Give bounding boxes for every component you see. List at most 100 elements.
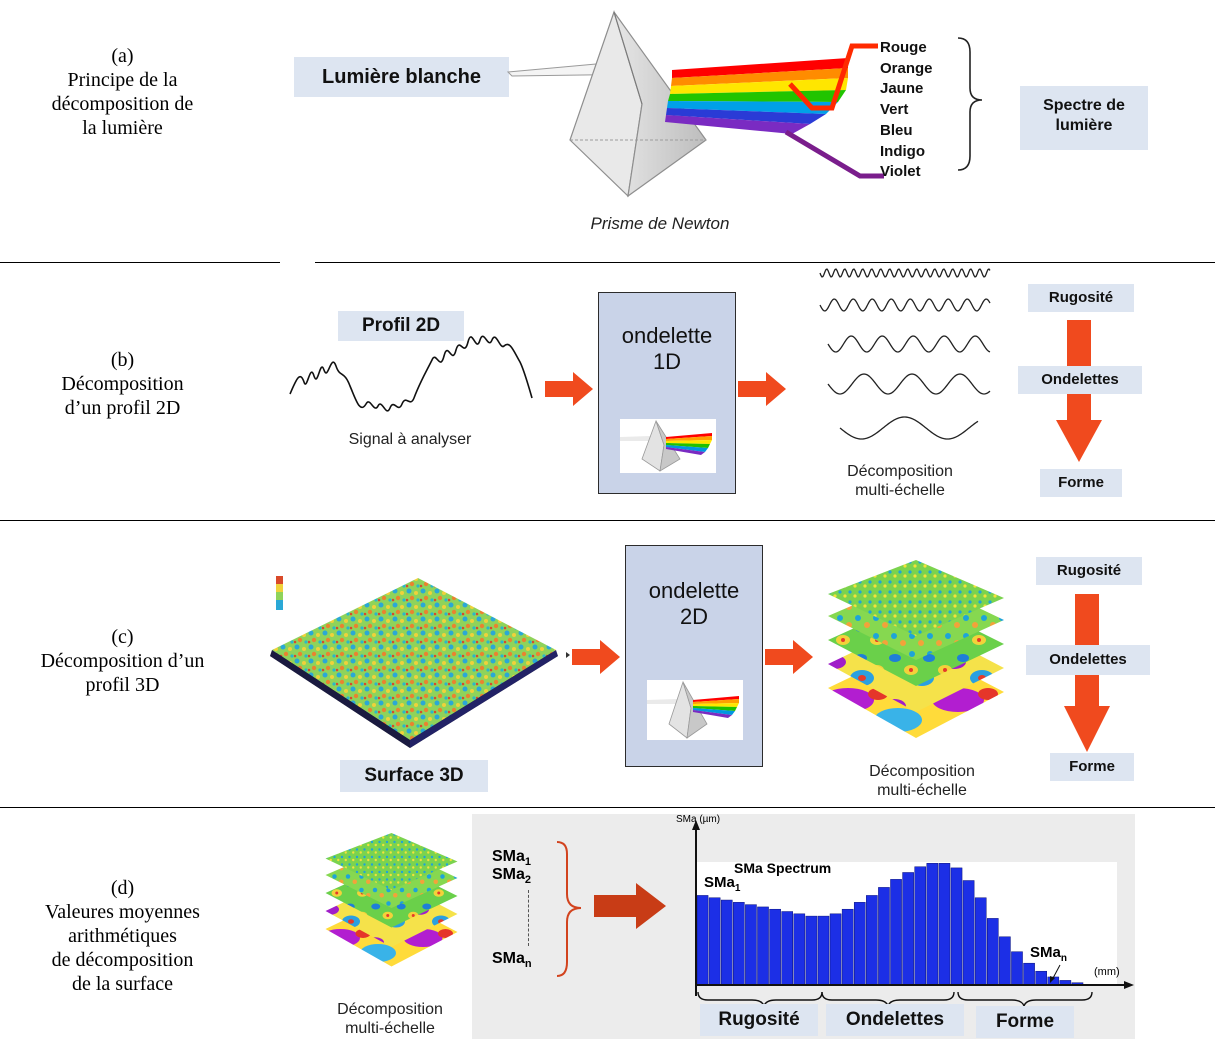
chart-bar xyxy=(696,895,709,986)
arrow-right-icon xyxy=(738,372,786,406)
chart-bar xyxy=(720,899,733,986)
scale-roughness-label: Rugosité xyxy=(1036,557,1142,585)
chart-bar xyxy=(805,915,818,986)
scale-form-label: Forme xyxy=(1050,753,1134,781)
color-name: Rouge xyxy=(880,39,927,56)
decomposition-line: multi-échelle xyxy=(855,482,945,499)
light-spectrum-line: lumière xyxy=(1055,117,1113,134)
scale-wavelets-label: Ondelettes xyxy=(1018,366,1142,394)
decomposition-line: multi-échelle xyxy=(345,1020,435,1037)
chart-title: SMa Spectrum xyxy=(734,860,832,876)
row-d-title-line: de décomposition xyxy=(51,949,194,971)
chart-bar xyxy=(962,880,975,986)
color-name: Violet xyxy=(880,163,921,181)
light-spectrum-label: Spectre de lumière xyxy=(1020,86,1148,150)
row-d-tag: (d) xyxy=(110,877,135,899)
surface-3d-label: Surface 3D xyxy=(340,760,488,792)
chart-first-bar-label: SMa1 xyxy=(704,874,740,894)
chart-bar xyxy=(1035,970,1047,986)
scale-roughness-label: Rugosité xyxy=(1028,284,1134,312)
multiscale-waves xyxy=(819,268,991,440)
spectrum-brace xyxy=(957,37,983,171)
white-light-label: Lumière blanche xyxy=(294,57,509,97)
range-wavelets-label: Ondelettes xyxy=(826,1004,964,1036)
signal-caption: Signal à analyser xyxy=(348,431,472,448)
row-separator xyxy=(0,262,280,263)
newton-prism-illustration xyxy=(506,10,983,198)
row-d-label: (d) Valeures moyennes arithmétiques de d… xyxy=(0,876,245,996)
mini-prism-icon xyxy=(647,680,743,740)
chart-bar xyxy=(793,913,806,986)
decomposition-line: Décomposition xyxy=(847,463,953,480)
red-connector-line xyxy=(788,43,878,111)
chart-bar xyxy=(914,866,927,986)
spectrum-color-list: Rouge Orange Jaune Vert Bleu Indigo Viol… xyxy=(880,38,933,183)
chart-bar xyxy=(890,879,902,986)
layer-stack-d xyxy=(325,833,458,967)
sma-list-first: SMa1 xyxy=(492,848,531,868)
light-spectrum-line: Spectre de xyxy=(1043,97,1125,114)
sma-second-sub: 2 xyxy=(524,874,532,887)
signal-waveform xyxy=(289,335,533,412)
chart-y-label: SMa (µm) xyxy=(676,814,721,825)
decomposition-caption-b: Décomposition multi-échelle xyxy=(820,462,980,500)
chart-bar xyxy=(987,918,999,986)
scale-wavelets-label: Ondelettes xyxy=(1026,645,1150,675)
row-b-label: (b) Décomposition d’un profil 2D xyxy=(0,348,245,420)
sma-list-last: SMan xyxy=(492,950,532,970)
chart-bar xyxy=(853,902,866,986)
chart-bar xyxy=(708,897,721,986)
row-c-title-line: Décomposition d’un xyxy=(40,650,205,672)
chart-bar xyxy=(757,906,769,986)
chart-bar xyxy=(781,911,793,986)
color-name: Jaune xyxy=(880,80,924,98)
color-name: Bleu xyxy=(880,121,913,139)
range-form-label: Forme xyxy=(976,1006,1074,1038)
first-bar-text: SMa xyxy=(704,874,735,891)
scale-form-label: Forme xyxy=(1040,469,1122,497)
chart-bar xyxy=(926,863,939,986)
chart-bar xyxy=(841,908,854,986)
arrow-right-icon xyxy=(765,640,813,674)
arrow-right-icon xyxy=(572,640,620,674)
row-b-tag: (b) xyxy=(110,349,135,371)
chart-bar xyxy=(829,913,842,986)
decomposition-line: Décomposition xyxy=(869,763,975,780)
chart-x-label: (mm) xyxy=(1094,966,1120,978)
surface-top xyxy=(272,578,556,740)
chart-x-arrow xyxy=(1124,981,1134,989)
range-roughness-label: Rugosité xyxy=(700,1004,818,1036)
chart-bar xyxy=(902,872,914,986)
violet-connector-line xyxy=(784,129,884,179)
row-a-title-line: la lumière xyxy=(82,117,163,139)
chart-bar xyxy=(866,895,878,986)
decomposition-line: Décomposition xyxy=(337,1001,443,1018)
row-a-label: (a) Principe de la décomposition de la l… xyxy=(0,44,245,140)
color-name: Indigo xyxy=(880,142,925,160)
last-bar-sub: n xyxy=(1060,953,1067,964)
first-bar-sub: 1 xyxy=(734,883,741,894)
chart-bar xyxy=(1011,951,1023,986)
sma-second-text: SMa xyxy=(492,866,525,883)
row-a-title-line: Principe de la xyxy=(67,69,178,91)
wavelet-1d-line: 1D xyxy=(652,349,682,374)
decomposition-caption-d: Décomposition multi-échelle xyxy=(310,1000,470,1038)
chart-bar xyxy=(938,863,951,986)
sma-list-brace xyxy=(556,841,582,977)
decomposition-line: multi-échelle xyxy=(877,782,967,799)
chart-bar xyxy=(999,936,1011,986)
chart-bar xyxy=(733,902,745,986)
row-b-title-line: Décomposition xyxy=(61,373,184,395)
wavelet-1d-line: ondelette xyxy=(621,323,713,348)
sma-spectrum-chart xyxy=(692,820,1134,996)
sma-first-text: SMa xyxy=(492,848,525,865)
row-a-title-line: décomposition de xyxy=(51,93,194,115)
row-b-title-line: d’un profil 2D xyxy=(64,397,181,419)
chart-last-bar-label: SMan xyxy=(1030,944,1067,964)
wavelet-2d-line: ondelette xyxy=(648,578,740,603)
chart-y-arrow xyxy=(692,820,700,830)
sma-list-dots xyxy=(528,890,529,946)
row-a-tag: (a) xyxy=(111,45,134,67)
row-separator xyxy=(315,262,1215,263)
chart-bar xyxy=(878,887,890,986)
